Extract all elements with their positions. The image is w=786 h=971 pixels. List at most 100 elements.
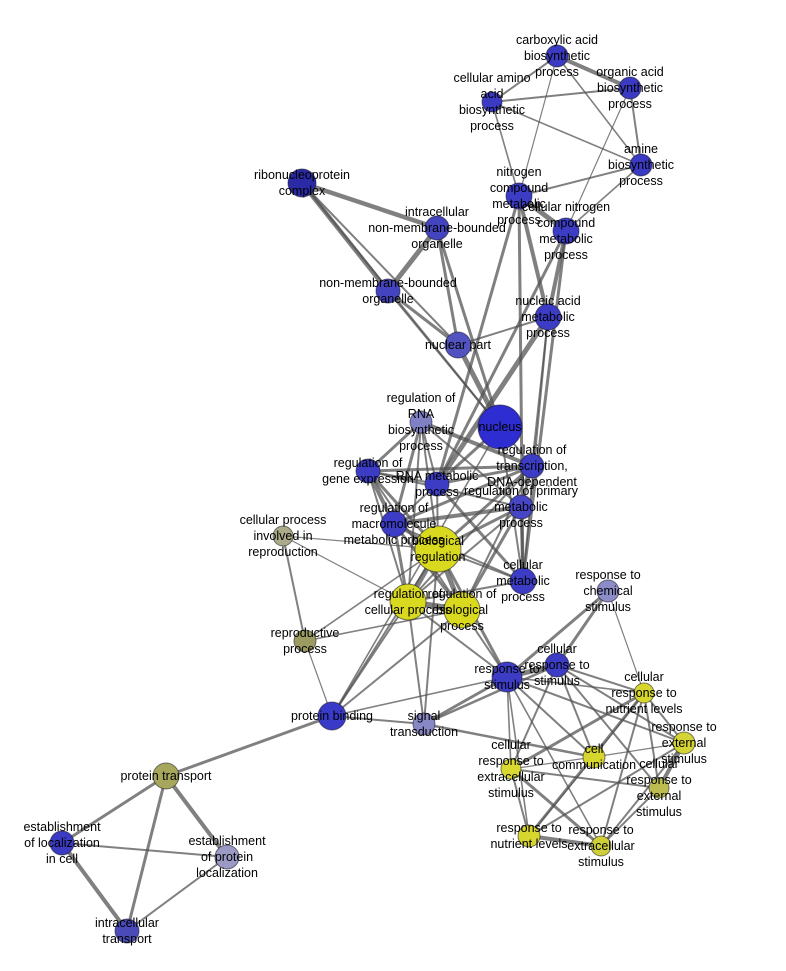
edge-nucleic-acid-metabolic-process--cellular-metabolic-process bbox=[522, 316, 549, 582]
node-cellular-amino-acid-biosynthetic-process[interactable] bbox=[481, 91, 503, 113]
node-cellular-nitrogen-compound-metabolic-process[interactable] bbox=[552, 217, 580, 245]
edge-carboxylic-acid-biosynthetic-process--nitrogen-compound-metabolic-process bbox=[518, 55, 558, 197]
node-cellular-response-to-stimulus[interactable] bbox=[544, 652, 570, 678]
edge-organic-acid-biosynthetic-process--cellular-amino-acid-biosynthetic-process bbox=[491, 87, 631, 103]
edge-cellular-response-to-stimulus--cell-communication bbox=[556, 664, 595, 758]
node-regulation-of-gene-expression[interactable] bbox=[355, 458, 381, 484]
node-protein-transport[interactable] bbox=[152, 762, 180, 790]
node-cell-communication[interactable] bbox=[582, 745, 606, 769]
node-establishment-of-localization-in-cell[interactable] bbox=[49, 830, 75, 856]
node-establishment-of-protein-localization[interactable] bbox=[214, 844, 240, 870]
edge-signal-transduction--response-to-stimulus bbox=[422, 675, 509, 726]
node-carboxylic-acid-biosynthetic-process[interactable] bbox=[545, 44, 569, 68]
node-cellular-response-to-nutrient-levels[interactable] bbox=[633, 682, 655, 704]
edge-nitrogen-compound-metabolic-process--rna-metabolic-process bbox=[435, 194, 521, 486]
edge-regulation-of-cellular-process--response-to-stimulus bbox=[407, 601, 508, 678]
edge-cellular-response-to-nutrient-levels--response-to-extracellular-stimulus bbox=[600, 692, 645, 847]
node-label-protein-binding: protein binding bbox=[291, 709, 373, 723]
edge-carboxylic-acid-biosynthetic-process--cellular-amino-acid-biosynthetic-process bbox=[491, 55, 558, 103]
edge-response-to-stimulus--response-to-chemical-stimulus bbox=[505, 589, 610, 679]
node-nitrogen-compound-metabolic-process[interactable] bbox=[505, 182, 533, 210]
edge-nuclear-part--nucleic-acid-metabolic-process bbox=[457, 316, 549, 346]
node-regulation-of-biological-process[interactable] bbox=[443, 591, 481, 629]
edge-signal-transduction--cellular-response-to-stimulus bbox=[422, 663, 559, 726]
node-ribonucleoprotein-complex[interactable] bbox=[287, 168, 317, 198]
node-intracellular-transport[interactable] bbox=[114, 918, 140, 944]
node-regulation-of-transcription-dna-dependent[interactable] bbox=[519, 453, 545, 479]
node-regulation-of-cellular-process[interactable] bbox=[389, 583, 427, 621]
edge-cellular-nitrogen-compound-metabolic-process--rna-metabolic-process bbox=[435, 229, 568, 486]
edge-response-to-stimulus--response-to-nutrient-levels bbox=[506, 676, 530, 837]
edge-response-to-external-stimulus--response-to-extracellular-stimulus bbox=[600, 742, 685, 847]
edge-cellular-response-to-extracellular-stimulus--response-to-extracellular-stimulus bbox=[509, 767, 603, 848]
node-regulation-of-rna-biosynthetic-process[interactable] bbox=[409, 410, 433, 434]
node-cellular-process-involved-in-reproduction[interactable] bbox=[272, 525, 294, 547]
edge-regulation-of-rna-biosynthetic-process--regulation-of-primary-metabolic-process bbox=[420, 421, 522, 508]
node-nuclear-part[interactable] bbox=[444, 331, 472, 359]
edge-reproductive-process--biological-regulation bbox=[304, 548, 439, 642]
node-non-membrane-bounded-organelle[interactable] bbox=[375, 278, 401, 304]
node-response-to-nutrient-levels[interactable] bbox=[517, 824, 541, 848]
edge-cellular-response-to-stimulus--response-to-chemical-stimulus bbox=[555, 589, 610, 667]
node-reproductive-process[interactable] bbox=[293, 629, 317, 653]
node-nucleic-acid-metabolic-process[interactable] bbox=[534, 303, 562, 331]
node-response-to-stimulus[interactable] bbox=[491, 661, 523, 693]
node-nucleus[interactable] bbox=[477, 404, 523, 450]
edge-regulation-of-primary-metabolic-process--regulation-of-biological-process bbox=[460, 505, 523, 612]
edge-protein-transport--establishment-of-protein-localization bbox=[164, 774, 229, 859]
node-intracellular-non-membrane-bounded-organelle[interactable] bbox=[424, 215, 450, 241]
edge-signal-transduction--regulation-of-cellular-process bbox=[407, 601, 425, 725]
edge-reproductive-process--regulation-of-biological-process bbox=[304, 609, 463, 642]
node-cellular-response-to-extracellular-stimulus[interactable] bbox=[500, 758, 522, 780]
edge-establishment-of-localization-in-cell--intracellular-transport bbox=[60, 841, 129, 933]
node-response-to-external-stimulus[interactable] bbox=[672, 731, 696, 755]
edge-establishment-of-localization-in-cell--establishment-of-protein-localization bbox=[61, 842, 228, 858]
edge-cellular-process-involved-in-reproduction--reproductive-process bbox=[282, 535, 306, 642]
node-cellular-metabolic-process[interactable] bbox=[509, 567, 537, 595]
edge-organic-acid-biosynthetic-process--cellular-nitrogen-compound-metabolic-process bbox=[565, 87, 631, 232]
edge-protein-binding--protein-transport bbox=[164, 714, 334, 778]
node-signal-transduction[interactable] bbox=[412, 712, 436, 736]
edge-response-to-external-stimulus--response-to-nutrient-levels bbox=[528, 742, 685, 837]
edge-ribonucleoprotein-complex--nuclear-part bbox=[301, 182, 459, 346]
node-biological-regulation[interactable] bbox=[414, 525, 462, 573]
node-protein-binding[interactable] bbox=[317, 701, 347, 731]
node-label-nucleus: nucleus bbox=[478, 420, 521, 434]
edge-protein-binding--regulation-of-cellular-process bbox=[331, 601, 409, 717]
node-cellular-response-to-external-stimulus[interactable] bbox=[648, 777, 670, 799]
node-rna-metabolic-process[interactable] bbox=[424, 471, 450, 497]
node-amine-biosynthetic-process[interactable] bbox=[629, 153, 653, 177]
node-regulation-of-primary-metabolic-process[interactable] bbox=[508, 494, 534, 520]
edge-establishment-of-protein-localization--intracellular-transport bbox=[126, 856, 228, 932]
edge-cellular-response-to-stimulus--response-to-external-stimulus bbox=[556, 664, 685, 744]
node-response-to-extracellular-stimulus[interactable] bbox=[590, 835, 612, 857]
edge-regulation-of-transcription-dna-dependent--regulation-of-biological-process bbox=[461, 465, 533, 611]
edge-cellular-nitrogen-compound-metabolic-process--cellular-metabolic-process bbox=[521, 229, 568, 583]
edge-intracellular-non-membrane-bounded-organelle--non-membrane-bounded-organelle bbox=[385, 225, 440, 294]
node-organic-acid-biosynthetic-process[interactable] bbox=[618, 76, 642, 100]
edge-cellular-response-to-stimulus--cellular-response-to-extracellular-stimulus bbox=[510, 664, 558, 770]
node-response-to-chemical-stimulus[interactable] bbox=[596, 579, 620, 603]
node-regulation-of-macromolecule-metabolic-process[interactable] bbox=[380, 510, 408, 538]
edge-protein-binding--signal-transduction bbox=[331, 715, 425, 725]
edge-cellular-metabolic-process--regulation-of-cellular-process bbox=[407, 580, 524, 603]
edge-regulation-of-gene-expression--regulation-of-cellular-process bbox=[367, 470, 409, 603]
